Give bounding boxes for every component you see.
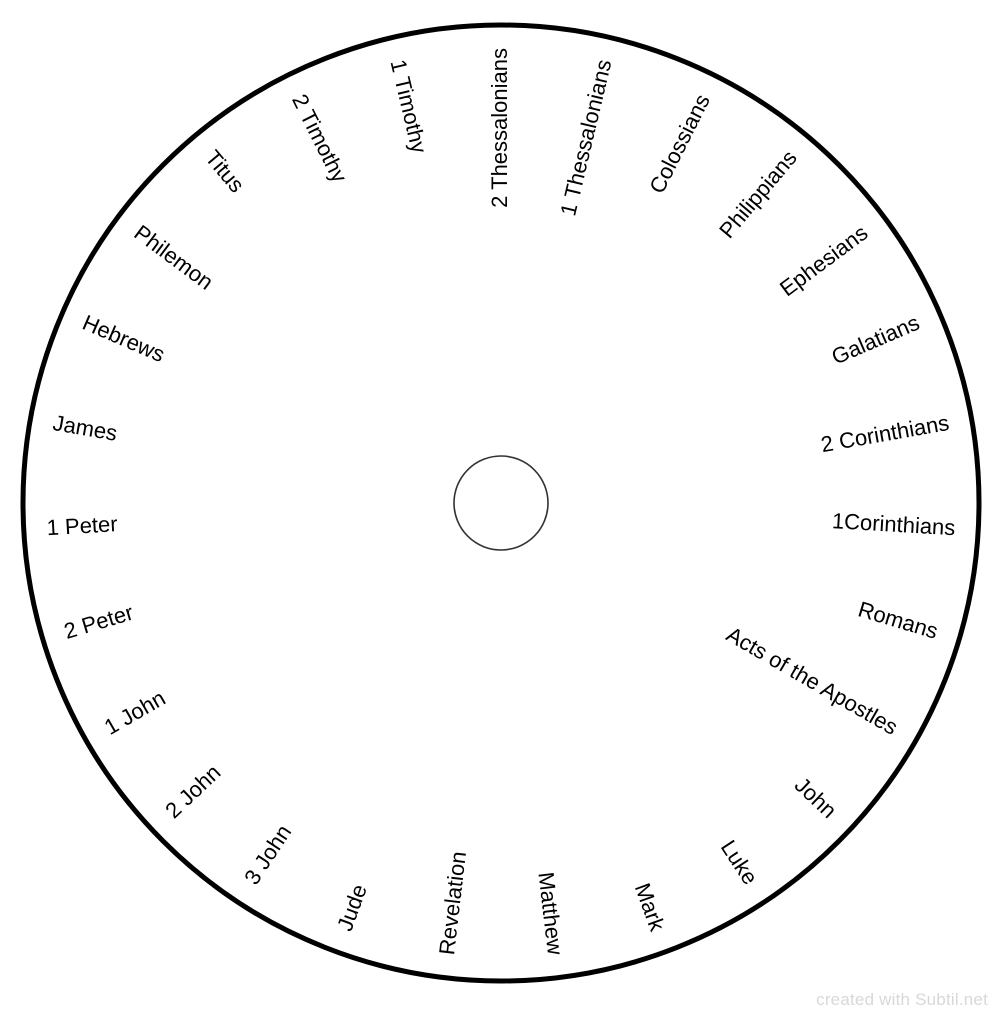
- credit-watermark: created with Subtil.net: [816, 990, 988, 1009]
- center-hub-circle: [453, 455, 549, 551]
- sector-label: 1 Peter: [46, 511, 118, 540]
- sector-label: 2 Thessalonians: [487, 48, 512, 208]
